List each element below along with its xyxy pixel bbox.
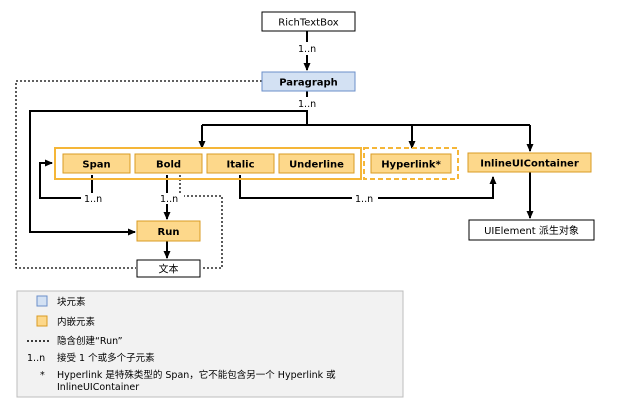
- underline-node: [278, 153, 355, 174]
- legend-box: [16, 290, 404, 398]
- implicit-edge-bold-to-text: [179, 175, 223, 269]
- bold-node: [134, 153, 203, 174]
- italic-label: Italic: [226, 160, 254, 171]
- richtextbox-node: [261, 11, 356, 32]
- legend-inline-swatch: [36, 315, 48, 327]
- edge-label-span-loop: 1..n: [84, 194, 102, 205]
- inline-elements-group: [54, 147, 362, 180]
- text-node: [136, 259, 201, 278]
- legend-block-label: 块元素: [57, 296, 86, 308]
- legend-implicit-run-label: 隐含创建“Run”: [57, 335, 123, 347]
- implicit-connectors: [15, 80, 262, 269]
- edge-label-bg-italic: [352, 193, 378, 204]
- legend-inline-label: 内嵌元素: [57, 316, 96, 328]
- paragraph-label: Paragraph: [279, 78, 338, 89]
- span-label: Span: [82, 160, 110, 171]
- edge-label-inlineuicontainer: 1..n: [355, 194, 373, 205]
- legend-footnote-line1: Hyperlink 是特殊类型的 Span，它不能包含另一个 Hyperlink…: [57, 369, 336, 381]
- underline-label: Underline: [289, 160, 344, 171]
- legend-multiplicity-desc: 接受 1 个或多个子元素: [57, 352, 155, 364]
- hyperlink-group: [363, 147, 459, 180]
- legend-block-swatch: [36, 295, 48, 307]
- edge-label-rtb-paragraph: 1..n: [298, 44, 316, 55]
- edge-label-backgrounds: [81, 42, 378, 204]
- edge-label-paragraph-children: 1..n: [298, 99, 316, 110]
- connectors: [29, 31, 534, 259]
- edge-label-bg-bold: [158, 193, 184, 204]
- edge-label-bold-run: 1..n: [160, 194, 178, 205]
- edge-label-bg-span: [81, 193, 107, 204]
- run-label: Run: [158, 227, 180, 238]
- inlineuicontainer-node: [467, 152, 592, 173]
- uielement-label: UIElement 派生对象: [484, 224, 579, 237]
- paragraph-node: [261, 71, 356, 92]
- edge-label-bg-paragraph: [295, 97, 321, 110]
- edge-label-bg-rtb: [295, 42, 321, 55]
- implicit-edge-paragraph-to-text: [15, 80, 262, 269]
- text-label: 文本: [159, 263, 179, 276]
- bold-label: Bold: [156, 160, 181, 171]
- legend-footnote-line2: InlineUIContainer: [57, 382, 139, 393]
- legend-multiplicity-symbol: 1..n: [27, 353, 45, 364]
- edge-paragraph-to-run: [29, 110, 307, 236]
- span-node: [62, 153, 131, 174]
- legend-footnote-symbol: *: [40, 370, 45, 381]
- edge-span-loop: [39, 159, 93, 199]
- italic-node: [206, 153, 275, 174]
- uielement-node: [468, 219, 595, 241]
- hyperlink-label: Hyperlink*: [381, 160, 441, 171]
- richtextbox-label: RichTextBox: [278, 18, 338, 29]
- hyperlink-node: [370, 153, 452, 174]
- inlineuicontainer-label: InlineUIContainer: [480, 159, 579, 170]
- run-node: [136, 220, 201, 242]
